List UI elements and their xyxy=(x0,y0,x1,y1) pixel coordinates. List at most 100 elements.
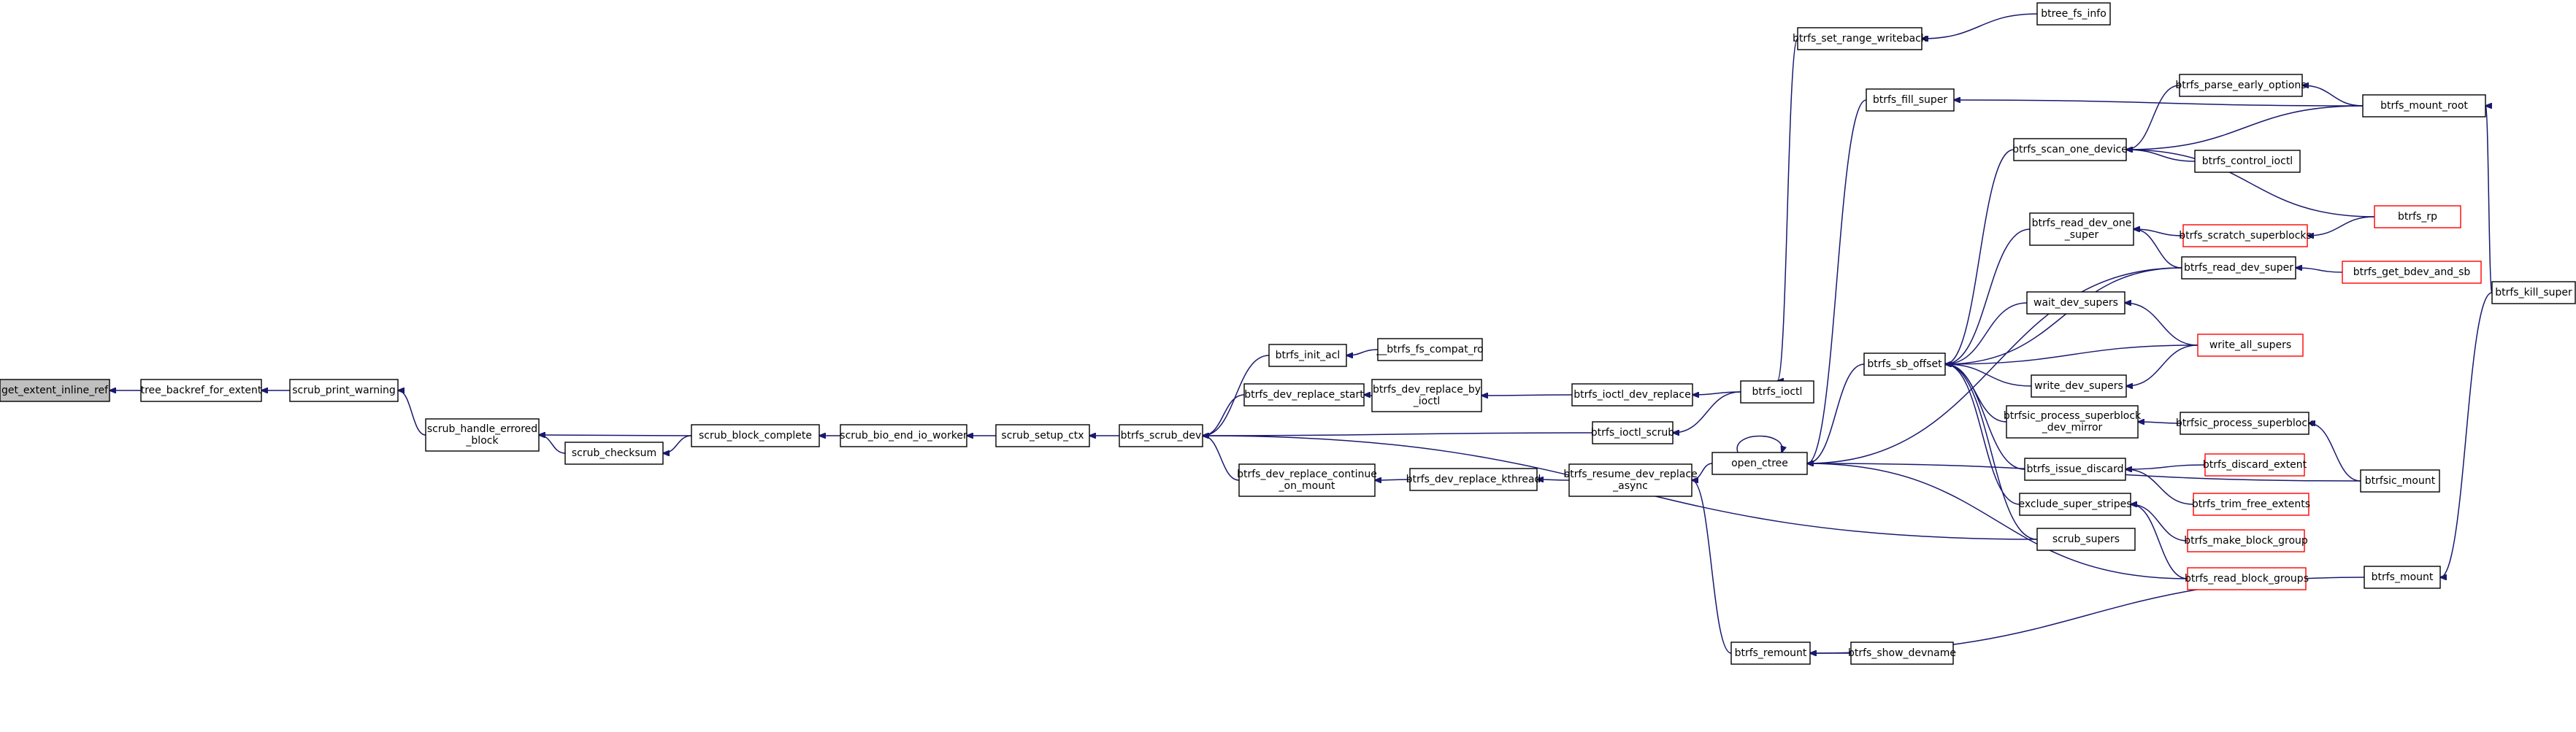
edge-n18-to-n17 xyxy=(1537,479,1570,480)
node-label: btrfs_scan_one_device xyxy=(2012,144,2128,155)
node-scrub-setup-ctx[interactable]: scrub_setup_ctx xyxy=(995,424,1090,447)
node-btrfs-dev-replace-continue-on-mount[interactable]: btrfs_dev_replace_continue_on_mount xyxy=(1237,463,1377,497)
node-btrfs-dev-replace-by-ioctl[interactable]: btrfs_dev_replace_by_ioctl xyxy=(1371,379,1482,412)
edge-n28-to-n24 xyxy=(1954,100,2364,107)
edge-n33-to-n19 xyxy=(1807,267,2182,463)
node-label: write_all_supers xyxy=(2209,339,2291,351)
edge-n48-to-n40 xyxy=(2309,423,2361,482)
node-label: _super xyxy=(2064,229,2099,241)
node-scrub-bio-end-io-worker[interactable]: scrub_bio_end_io_worker xyxy=(840,424,967,447)
node-btrfs-remount[interactable]: btrfs_remount xyxy=(1730,642,1811,665)
node-box xyxy=(1730,642,1811,665)
node-scrub-block-complete[interactable]: scrub_block_complete xyxy=(691,424,820,447)
edge-n43-to-n41 xyxy=(2125,469,2194,505)
node-btrfs-ioctl-dev-replace[interactable]: btrfs_ioctl_dev_replace xyxy=(1571,383,1693,407)
edge-n22-to-n14 xyxy=(1777,38,1798,381)
edge-n9-to-n8 xyxy=(1203,355,1270,436)
node-box xyxy=(1740,380,1814,404)
node-btrfs-resume-dev-replace-async[interactable]: btrfs_resume_dev_replace_async xyxy=(1563,463,1698,497)
node-btrfs-kill-super[interactable]: btrfs_kill_super xyxy=(2491,281,2576,304)
edge-n28-to-n26 xyxy=(2126,105,2364,150)
node-btrfs-trim-free-extents[interactable]: btrfs_trim_free_extents xyxy=(2192,493,2310,516)
edge-n26-to-n25 xyxy=(1945,149,2015,364)
node-label: btrfs_mount xyxy=(2372,571,2434,583)
node-btrfs-fill-super[interactable]: btrfs_fill_super xyxy=(1866,88,1955,112)
node-scrub-handle-errored-block[interactable]: scrub_handle_errored_block xyxy=(425,418,540,452)
node-box xyxy=(2491,281,2576,304)
node-label: btrfs_scrub_dev xyxy=(1121,430,1202,442)
node-btrfs-sb-offset[interactable]: btrfs_sb_offset xyxy=(1863,352,1946,376)
node-btrfs-ioctl[interactable]: btrfs_ioctl xyxy=(1740,380,1814,404)
node-label: open_ctree xyxy=(1731,458,1788,469)
node-btrfs-read-dev-super[interactable]: btrfs_read_dev_super xyxy=(2181,256,2296,280)
edge-n33-to-n30 xyxy=(2134,229,2182,269)
edge-n40-to-n39 xyxy=(2138,422,2181,423)
node-label: btrfs_trim_free_extents xyxy=(2192,498,2310,510)
node-box xyxy=(1377,338,1483,361)
node-label: scrub_block_complete xyxy=(699,430,812,442)
edge-n47-to-n44 xyxy=(2131,504,2188,579)
node-box xyxy=(1409,468,1538,491)
node-label: btrfsic_process_superblock xyxy=(2176,417,2314,429)
node-btrfs-scrub-dev[interactable]: btrfs_scrub_dev xyxy=(1119,424,1203,447)
node-open-ctree[interactable]: open_ctree xyxy=(1711,452,1808,475)
node-btrfs-fs-compat-ro[interactable]: __btrfs_fs_compat_ro xyxy=(1376,338,1484,361)
node-btrfs-discard-extent[interactable]: btrfs_discard_extent xyxy=(2203,453,2307,477)
node-btree-fs-info[interactable]: btree_fs_info xyxy=(2036,2,2111,26)
node-label: btrfs_dev_replace_start xyxy=(1244,389,1364,401)
node-label: btrfs_ioctl_scrub xyxy=(1591,427,1675,439)
node-box xyxy=(2342,261,2482,284)
node-exclude-super-stripes[interactable]: exclude_super_stripes xyxy=(2018,493,2132,516)
node-btrfs-get-bdev-and-sb[interactable]: btrfs_get_bdev_and_sb xyxy=(2342,261,2482,284)
node-tree-backref-for-extent[interactable]: tree_backref_for_extent xyxy=(140,379,262,402)
node-scrub-print-warning[interactable]: scrub_print_warning xyxy=(289,379,399,402)
node-btrfs-parse-early-options[interactable]: btrfs_parse_early_options xyxy=(2175,74,2307,97)
node-btrfs-mount[interactable]: btrfs_mount xyxy=(2364,566,2441,589)
node-label: scrub_bio_end_io_worker xyxy=(840,430,967,442)
node-get-extent-inline-ref[interactable]: get_extent_inline_ref xyxy=(0,379,110,402)
node-write-dev-supers[interactable]: write_dev_supers xyxy=(2031,374,2127,398)
node-scrub-checksum[interactable]: scrub_checksum xyxy=(564,442,664,465)
node-btrfs-scratch-superblocks[interactable]: btrfs_scratch_superblocks xyxy=(2179,224,2312,247)
node-btrfs-issue-discard[interactable]: btrfs_issue_discard xyxy=(2024,458,2126,481)
node-btrfsic-process-superblock[interactable]: btrfsic_process_superblock xyxy=(2176,412,2314,435)
node-btrfs-dev-replace-start[interactable]: btrfs_dev_replace_start xyxy=(1243,383,1365,407)
node-scrub-supers[interactable]: scrub_supers xyxy=(2036,528,2136,551)
edge-n35-to-n49 xyxy=(2440,292,2493,577)
node-box xyxy=(1863,352,1946,376)
node-btrfs-ioctl-scrub[interactable]: btrfs_ioctl_scrub xyxy=(1591,421,1675,444)
node-box xyxy=(1268,344,1347,367)
node-label: _dev_mirror xyxy=(2042,422,2103,434)
node-label: exclude_super_stripes xyxy=(2018,498,2131,510)
node-label: _async xyxy=(1612,480,1648,492)
node-btrfs-dev-replace-kthread[interactable]: btrfs_dev_replace_kthread xyxy=(1406,468,1541,491)
node-box xyxy=(289,379,399,402)
node-box xyxy=(1797,27,1923,50)
nodes-layer: get_extent_inline_ref tree_backref_for_ex… xyxy=(0,2,2576,665)
node-box xyxy=(2197,334,2304,357)
node-btrfs-set-range-writeback[interactable]: btrfs_set_range_writeback xyxy=(1793,27,1928,50)
node-btrfs-read-block-groups[interactable]: btrfs_read_block_groups xyxy=(2185,567,2309,590)
node-btrfsic-mount[interactable]: btrfsic_mount xyxy=(2360,469,2440,493)
node-wait-dev-supers[interactable]: wait_dev_supers xyxy=(2026,291,2125,315)
edge-n11-to-n8 xyxy=(1203,394,1245,436)
node-box xyxy=(2036,528,2136,551)
node-btrfs-show-devname[interactable]: btrfs_show_devname xyxy=(1848,642,1956,665)
edge-n45-to-n44 xyxy=(2131,504,2188,542)
node-label: btrfs_scratch_superblocks xyxy=(2179,230,2312,242)
node-box xyxy=(2036,2,2111,26)
node-btrfs-read-dev-one-super[interactable]: btrfs_read_dev_one_super xyxy=(2029,212,2134,246)
node-box xyxy=(2013,138,2127,161)
node-btrfs-mount-root[interactable]: btrfs_mount_root xyxy=(2362,94,2486,117)
edge-n5-to-n4 xyxy=(663,435,692,453)
node-btrfsic-process-superblock-dev-mirror[interactable]: btrfsic_process_superblock_dev_mirror xyxy=(2004,405,2142,439)
node-btrfs-rp[interactable]: btrfs_rp xyxy=(2374,205,2461,228)
node-btrfs-scan-one-device[interactable]: btrfs_scan_one_device xyxy=(2012,138,2128,161)
node-label: btrfs_parse_early_options xyxy=(2175,80,2306,91)
node-btrfs-control-ioctl[interactable]: btrfs_control_ioctl xyxy=(2194,150,2301,173)
node-box xyxy=(2026,291,2125,315)
node-btrfs-init-acl[interactable]: btrfs_init_acl xyxy=(1268,344,1347,367)
node-label: _ioctl xyxy=(1413,396,1441,407)
node-write-all-supers[interactable]: write_all_supers xyxy=(2197,334,2304,357)
node-btrfs-make-block-group[interactable]: btrfs_make_block_group xyxy=(2184,529,2308,552)
